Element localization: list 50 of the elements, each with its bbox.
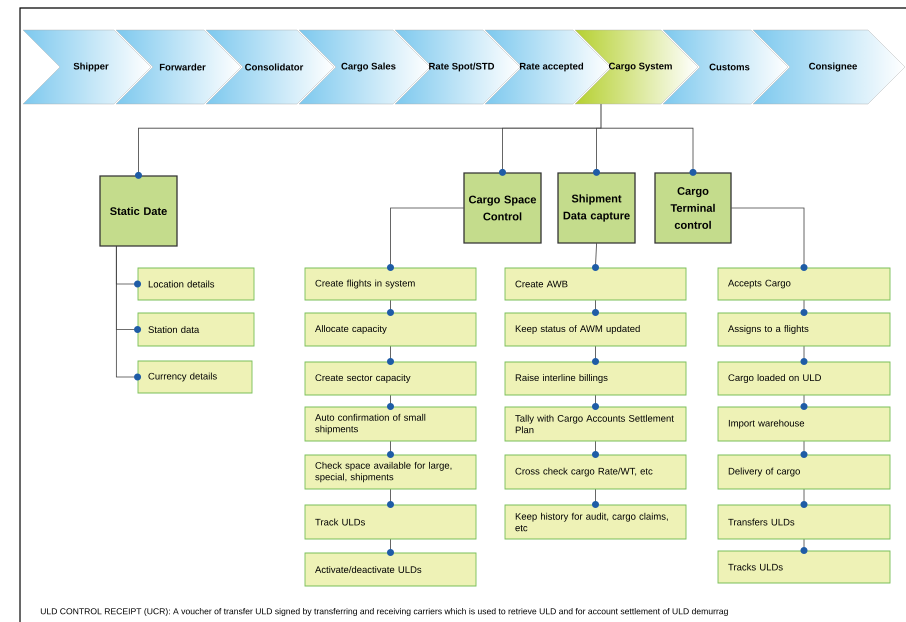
task-box: Track ULDs <box>304 504 476 540</box>
connector <box>800 441 808 458</box>
task-box: Create flights in system <box>304 268 476 300</box>
task-box: Accepts Cargo <box>718 268 890 300</box>
category-box: Cargo Terminal control <box>654 172 732 244</box>
task-box: Transfers ULDs <box>718 504 890 540</box>
task-box: Keep status of AWM updated <box>504 312 686 346</box>
connector <box>800 346 808 366</box>
task-box: Create sector capacity <box>304 362 476 396</box>
connector <box>387 539 394 556</box>
task-box: Keep history for audit, cargo claims, etc <box>504 504 686 540</box>
connector <box>731 208 808 272</box>
connector <box>592 395 599 410</box>
connector <box>592 346 599 366</box>
task-box: Allocate capacity <box>304 312 476 346</box>
connector <box>800 539 808 554</box>
task-box: Raise interline billings <box>504 362 686 396</box>
connector <box>592 300 599 316</box>
connector <box>800 300 808 316</box>
task-box: Assigns to a flights <box>718 312 890 346</box>
task-box: Station data <box>138 312 254 346</box>
task-box: Create AWB <box>504 268 686 300</box>
task-box: Cargo loaded on ULD <box>718 362 890 396</box>
connector <box>592 243 599 272</box>
connector <box>592 489 599 508</box>
connector <box>800 489 808 508</box>
connector <box>800 395 808 410</box>
connector <box>600 104 696 176</box>
footnote: ULD CONTROL RECEIPT (UCR): A voucher of transfer ULD signed by transferring and receiving carriers which is used to retrieve ULD and for account settlement of ULD demurrag <box>40 608 728 616</box>
task-box: Tally with Cargo Accounts Settlement Plan <box>504 406 686 442</box>
task-box: Delivery of cargo <box>718 454 890 490</box>
task-box: Tracks ULDs <box>718 550 890 584</box>
category-box: Static Date <box>99 175 178 247</box>
task-box: Cross check cargo Rate/WT, etc <box>504 454 686 490</box>
connector <box>116 246 142 380</box>
task-box: Auto confirmation of small shipments <box>304 406 476 442</box>
connector <box>387 489 394 508</box>
task-box: Check space available for large, special, shipments <box>304 454 476 490</box>
category-box: Cargo Space Control <box>463 172 542 244</box>
connector <box>387 395 394 410</box>
connector <box>387 441 394 458</box>
category-box: Shipment Data capture <box>557 172 636 244</box>
connector <box>387 208 464 272</box>
task-box: Location details <box>138 268 254 300</box>
task-box: Import warehouse <box>718 406 890 442</box>
connector <box>387 346 394 366</box>
task-box: Currency details <box>138 360 252 394</box>
connector <box>387 300 394 316</box>
connector <box>592 441 599 458</box>
task-box: Activate/deactivate ULDs <box>304 552 476 586</box>
